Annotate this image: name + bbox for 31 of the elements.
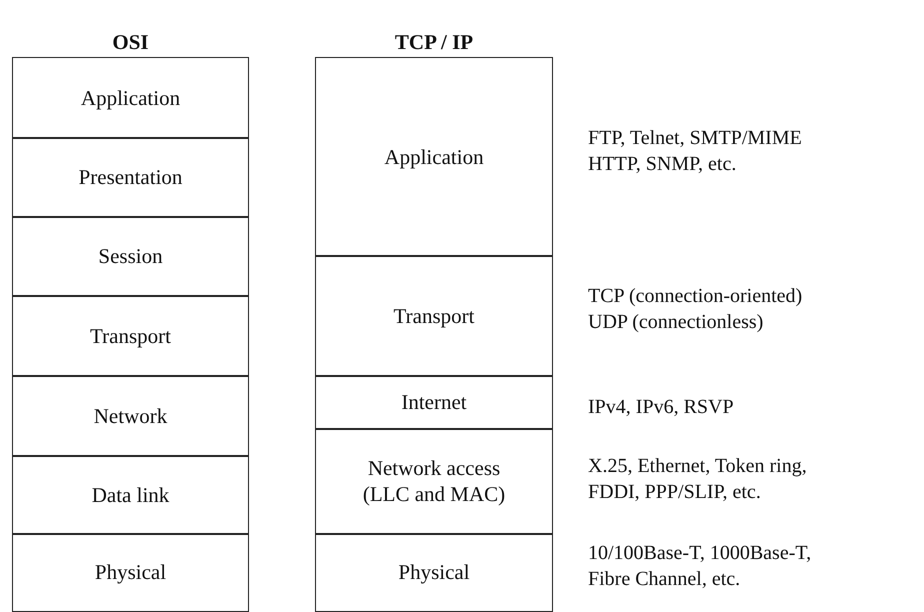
layer-box — [12, 295, 249, 376]
layer-box — [315, 428, 553, 534]
protocol-list: IPv4, IPv6, RSVP — [588, 394, 848, 420]
protocol-list: 10/100Base-T, 1000Base-T, Fibre Channel, etc. — [588, 540, 858, 592]
protocol-list: X.25, Ethernet, Token ring, FDDI, PPP/SLIP, etc. — [588, 453, 858, 505]
layer-name: Presentation — [78, 164, 182, 190]
protocol-list: FTP, Telnet, SMTP/MIME HTTP, SNMP, etc. — [588, 125, 848, 177]
layer-name: Network — [94, 402, 168, 429]
layer-box — [315, 533, 553, 612]
layer-box — [12, 455, 249, 534]
layer-box — [12, 137, 249, 218]
layer-name: Session — [98, 243, 163, 270]
layer-box — [315, 375, 553, 430]
layer-name: Transport — [394, 302, 474, 329]
layer-name: Physical — [94, 559, 166, 586]
layer-box — [315, 57, 553, 256]
layer-box — [12, 57, 249, 138]
layer-name: Data link — [92, 482, 170, 508]
layer-box — [315, 255, 553, 376]
protocol-list: TCP (connection-oriented) UDP (connectionless) — [588, 283, 828, 335]
layer-name: Application — [80, 84, 180, 111]
layer-box — [12, 216, 249, 296]
layer-box — [12, 375, 249, 456]
layer-name: Application — [384, 144, 484, 170]
layer-name: Transport — [90, 322, 171, 349]
layer-name: Internet — [401, 389, 467, 416]
layer-name: Physical — [398, 559, 470, 586]
column-heading: TCP / IP — [394, 30, 474, 55]
layer-box — [12, 533, 249, 612]
column-heading: OSI — [111, 30, 150, 55]
layer-name: Network access (LLC and MAC) — [362, 455, 506, 508]
